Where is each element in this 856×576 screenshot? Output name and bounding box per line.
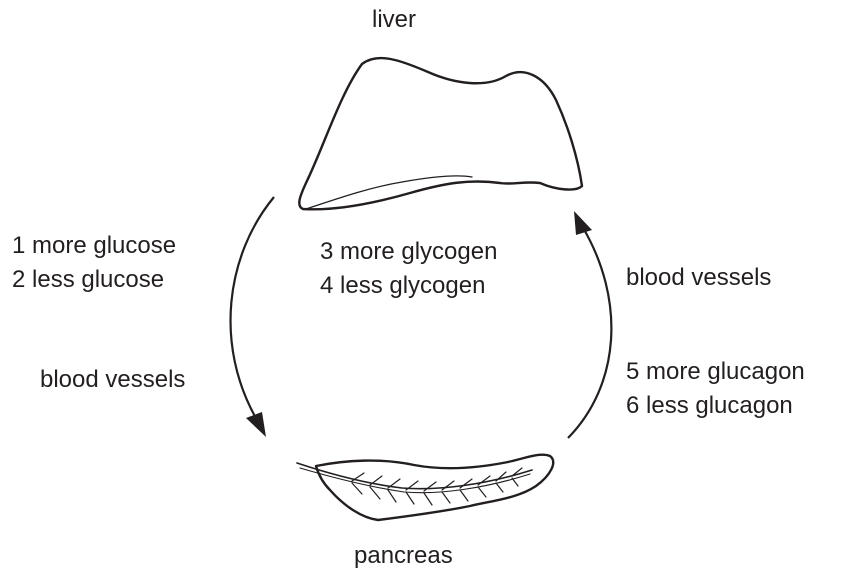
option-6-label: 6 less glucagon xyxy=(626,390,793,422)
liver-inner-line xyxy=(306,176,472,209)
pancreas-label: pancreas xyxy=(354,540,453,572)
pancreas-illustration xyxy=(297,455,553,520)
liver-illustration xyxy=(299,58,582,209)
pancreas-outline xyxy=(316,455,553,520)
right-arrow-arc xyxy=(568,226,611,438)
liver-label: liver xyxy=(372,4,416,36)
right-blood-vessels-label: blood vessels xyxy=(626,262,771,294)
option-5-label: 5 more glucagon xyxy=(626,356,805,388)
option-2-label: 2 less glucose xyxy=(12,264,164,296)
left-arrow-arc xyxy=(231,197,274,420)
right-arrow xyxy=(568,211,611,438)
option-3-label: 3 more glycogen xyxy=(320,236,497,268)
right-arrowhead xyxy=(574,211,592,235)
option-1-label: 1 more glucose xyxy=(12,230,176,262)
option-4-label: 4 less glycogen xyxy=(320,270,485,302)
left-arrow xyxy=(231,197,274,437)
left-arrowhead xyxy=(246,412,266,437)
left-blood-vessels-label: blood vessels xyxy=(40,364,185,396)
liver-outline xyxy=(299,58,582,209)
